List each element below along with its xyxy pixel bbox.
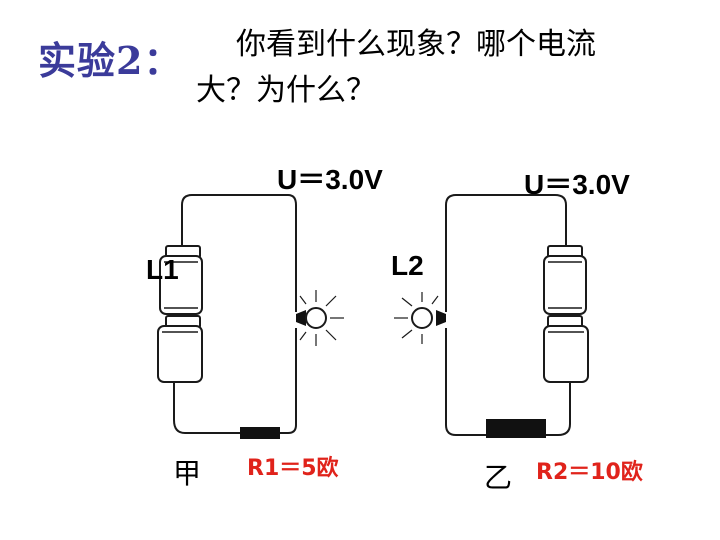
circuit-yi — [394, 194, 589, 438]
slide-title: 实验2： — [38, 38, 183, 83]
battery-jia-1 — [159, 245, 203, 315]
lamp-label-l2: L2 — [391, 250, 424, 281]
question-line-1: 你看到什么现象？哪个电流 — [236, 27, 596, 62]
battery-yi-2 — [543, 315, 589, 383]
battery-yi-1 — [543, 245, 587, 315]
question-text: 你看到什么现象？哪个电流 大？为什么？ — [196, 22, 686, 114]
battery-jia-2 — [157, 315, 203, 383]
resistor-label-r2: R2＝10欧 — [536, 460, 643, 485]
voltage-label-yi: U＝3.0V — [524, 169, 630, 200]
circuit-yi-wire — [445, 194, 571, 436]
circuit-jia-wire — [173, 194, 297, 434]
voltage-label-jia: U＝3.0V — [277, 164, 383, 195]
resistor-yi — [486, 419, 546, 438]
lamp-yi — [394, 292, 446, 344]
resistor-label-r1: R1＝5欧 — [247, 456, 339, 481]
lamp-label-l1: L1 — [146, 254, 179, 285]
resistor-jia — [240, 427, 280, 439]
question-line-2: 大？为什么？ — [196, 73, 376, 108]
circuit-jia — [157, 194, 344, 439]
circuit-name-jia: 甲 — [173, 457, 202, 490]
circuit-name-yi: 乙 — [484, 461, 513, 494]
lamp-jia — [296, 290, 344, 346]
